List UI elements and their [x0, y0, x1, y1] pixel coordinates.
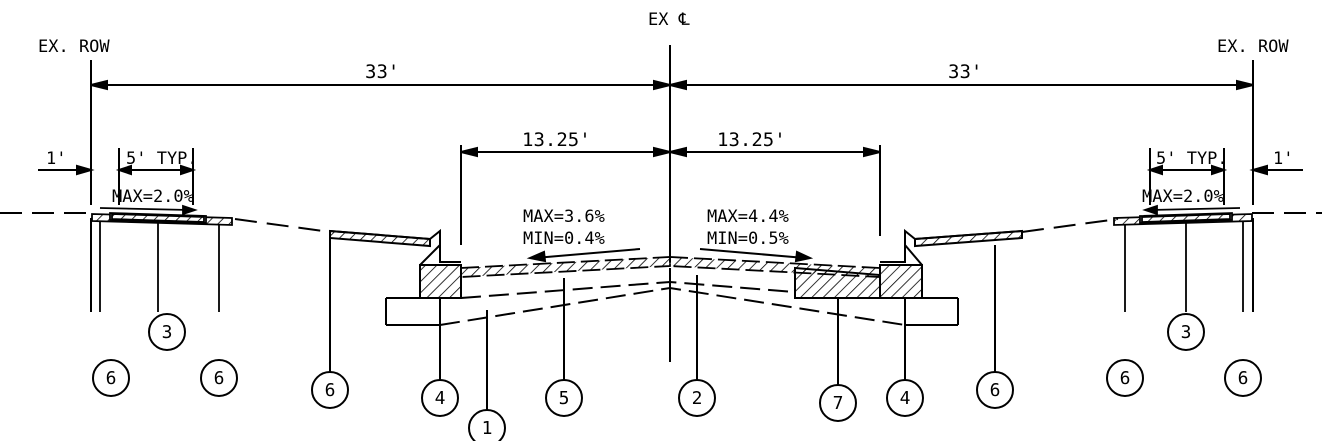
callout-number: 6: [1238, 368, 1249, 389]
left-lane-slope-max: MAX=3.6%: [523, 207, 605, 227]
half-width-dimensions: [90, 79, 1254, 91]
callout-bubble: 4: [421, 379, 459, 417]
callout-circle: [819, 384, 857, 422]
dim-right-half: 33': [948, 61, 982, 83]
callouts: 6 3 6 6 4 1 5 2 7 4 6 6 3 6: [92, 313, 1262, 441]
callout-circle: [92, 359, 130, 397]
callout-bubble: 6: [976, 371, 1014, 409]
callout-bubble: 6: [311, 371, 349, 409]
callout-number: 6: [214, 368, 225, 389]
callout-circle: [200, 359, 238, 397]
row-lines: EX. ROW EX. ROW: [38, 37, 1289, 312]
callout-bubble: 7: [819, 384, 857, 422]
callout-bubble: 6: [200, 359, 238, 397]
callout-number: 6: [1120, 368, 1131, 389]
callout-bubble: 6: [1224, 359, 1262, 397]
left-sidewalk: [91, 204, 233, 312]
row-left-label: EX. ROW: [38, 37, 110, 57]
callout-circle: [545, 379, 583, 417]
row-right-label: EX. ROW: [1217, 37, 1289, 57]
right-curb: [879, 228, 1023, 299]
callout-number: 6: [106, 368, 117, 389]
callout-bubble: 6: [1106, 359, 1144, 397]
callout-circle: [886, 379, 924, 417]
centerline-label: EX ℄: [648, 10, 690, 30]
right-offset-dimensions: [1146, 148, 1303, 205]
callout-circle: [1224, 359, 1262, 397]
callout-circle: [1167, 313, 1205, 351]
centerline: EX ℄: [648, 10, 690, 362]
dim-left-half: 33': [365, 61, 399, 83]
callout-number: 4: [435, 388, 446, 409]
callout-number: 6: [325, 380, 336, 401]
callout-circle: [468, 409, 506, 441]
left-lane-slope-min: MIN=0.4%: [523, 229, 605, 249]
callout-bubble: 3: [148, 313, 186, 351]
dim-left-offset: 1': [46, 149, 66, 169]
callout-bubble: 6: [92, 359, 130, 397]
left-offset-dimensions: [38, 148, 197, 205]
dim-right-lane: 13.25': [717, 129, 786, 151]
right-lane-slope-min: MIN=0.5%: [707, 229, 789, 249]
callout-circle: [148, 313, 186, 351]
callout-number: 5: [559, 388, 570, 409]
callout-number: 3: [1181, 322, 1192, 343]
right-sidewalk: [1113, 204, 1253, 312]
callout-circle: [421, 379, 459, 417]
base-section: [385, 280, 959, 326]
callout-circle: [976, 371, 1014, 409]
callout-circle: [678, 379, 716, 417]
callout-bubble: 5: [545, 379, 583, 417]
left-sidewalk-slope: MAX=2.0%: [112, 187, 194, 207]
dim-right-offset: 1': [1273, 149, 1293, 169]
callout-number: 4: [900, 388, 911, 409]
dim-left-lane: 13.25': [522, 129, 591, 151]
callout-bubble: 4: [886, 379, 924, 417]
callout-number: 7: [833, 393, 844, 414]
callout-number: 2: [692, 388, 703, 409]
callout-bubble: 3: [1167, 313, 1205, 351]
lane-slope-arrows: [526, 248, 814, 263]
callout-circle: [311, 371, 349, 409]
callout-leaders: [329, 238, 996, 412]
existing-ground-line: [0, 212, 1322, 233]
callout-number: 3: [162, 322, 173, 343]
dim-right-sidewalk: 5' TYP.: [1156, 149, 1228, 169]
callout-bubble: 2: [678, 379, 716, 417]
callout-number: 1: [482, 418, 493, 439]
callout-bubble: 1: [468, 409, 506, 441]
dim-left-sidewalk: 5' TYP.: [126, 149, 198, 169]
lane-dimensions: [460, 145, 881, 245]
right-lane-slope-max: MAX=4.4%: [707, 207, 789, 227]
callout-number: 6: [990, 380, 1001, 401]
callout-circle: [1106, 359, 1144, 397]
right-sidewalk-slope: MAX=2.0%: [1142, 187, 1224, 207]
patch-area: [794, 266, 881, 299]
left-curb: [329, 228, 462, 299]
